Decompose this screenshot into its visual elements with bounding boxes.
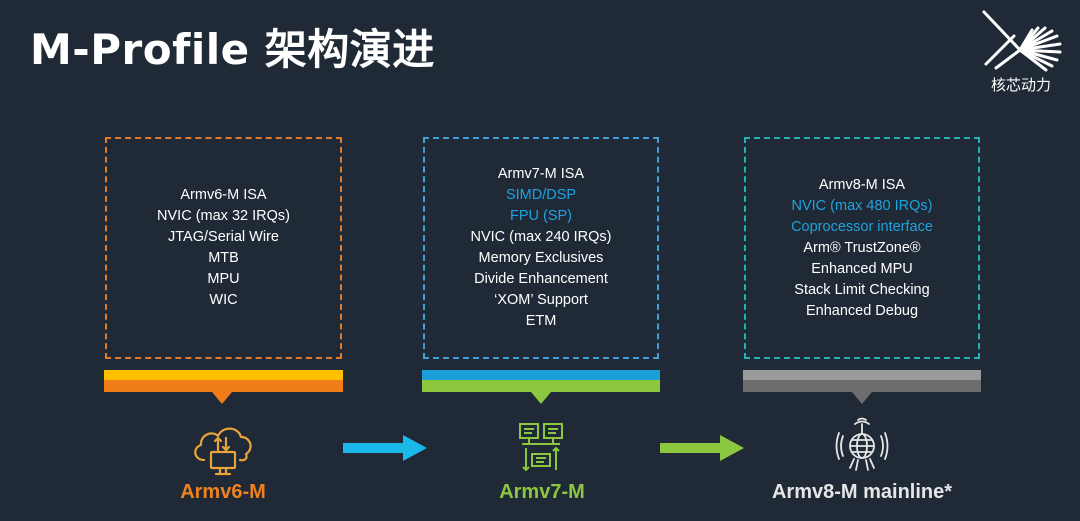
cloud-computer-icon [194,427,252,476]
feature-box-armv8m: Armv8-M ISA NVIC (max 480 IRQs) Coproces… [744,137,980,359]
color-bar-top-armv8m [743,370,981,380]
pointer-armv6m [212,392,232,404]
feature-item: Armv6-M ISA [180,187,267,203]
page-title: M-Profile 架构演进 [30,25,435,74]
arrow-right-icon [343,435,427,461]
feature-item: NVIC (max 32 IRQs) [157,208,290,224]
color-bar-top-armv6m [104,370,343,380]
feature-item: Enhanced Debug [805,302,919,319]
feature-item: Stack Limit Checking [794,281,930,298]
feature-box-armv6m: Armv6-M ISA NVIC (max 32 IRQs) JTAG/Seri… [105,137,342,359]
feature-item-highlight: SIMD/DSP [505,187,577,203]
network-devices-icon [519,423,563,472]
feature-item-highlight: NVIC (max 480 IRQs) [791,197,933,214]
color-bar-bottom-armv6m [104,380,343,392]
feature-item: NVIC (max 240 IRQs) [470,229,612,245]
brand-logo-icon [982,10,1062,72]
feature-item: ETM [525,313,557,329]
color-bar-top-armv7m [422,370,660,380]
feature-item: Arm® TrustZone® [803,239,921,256]
arch-label-armv8m: Armv8-M mainline* [771,481,953,503]
pointer-armv7m [531,392,551,404]
feature-item-highlight: Coprocessor interface [791,218,933,235]
arch-label-armv6m: Armv6-M [180,481,266,503]
feature-item: ‘XOM’ Support [494,292,588,308]
feature-item: MTB [208,250,239,266]
brand-logo-text: 核芯动力 [990,76,1051,94]
feature-item: Enhanced MPU [811,260,913,277]
globe-signal-icon [835,417,889,471]
feature-item: Armv7-M ISA [497,166,585,182]
feature-item: Divide Enhancement [474,271,608,287]
color-bar-bottom-armv8m [743,380,981,392]
arch-label-armv7m: Armv7-M [499,481,585,503]
feature-item-highlight: FPU (SP) [509,208,573,224]
pointer-armv8m [852,392,872,404]
feature-item: JTAG/Serial Wire [168,229,279,245]
feature-box-armv7m: Armv7-M ISA SIMD/DSP FPU (SP) NVIC (max … [423,137,659,359]
feature-item: Memory Exclusives [478,250,604,266]
feature-item: Armv8-M ISA [818,176,906,193]
feature-item: WIC [209,292,238,308]
color-bar-bottom-armv7m [422,380,660,392]
feature-item: MPU [207,271,240,287]
arrow-right-icon [660,435,744,461]
